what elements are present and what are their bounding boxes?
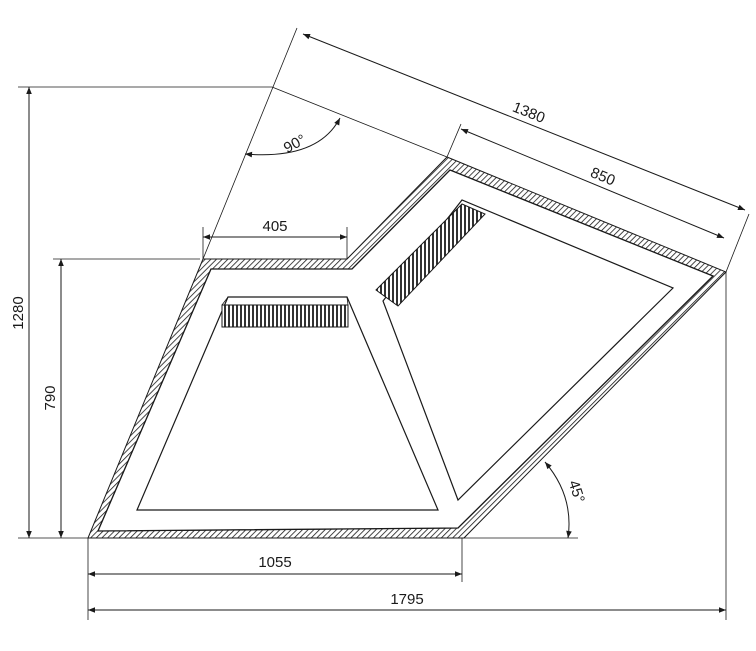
label-405: 405 [262,218,287,235]
label-790: 790 [42,385,59,410]
dim-line-1380 [302,33,746,211]
label-1280: 1280 [10,296,27,329]
dim-line-850 [460,128,725,239]
label-1055: 1055 [258,554,291,571]
right-display-well [375,199,675,502]
angle-arc-90 [244,117,341,158]
label-1795: 1795 [390,591,423,608]
label-angle-45: 45° [565,478,588,505]
dimension-lines [26,33,746,613]
angle-arc-45 [544,461,572,539]
label-850: 850 [588,164,618,189]
left-display-well [136,296,439,511]
left-vent-grille [221,304,349,328]
label-1380: 1380 [510,99,547,127]
